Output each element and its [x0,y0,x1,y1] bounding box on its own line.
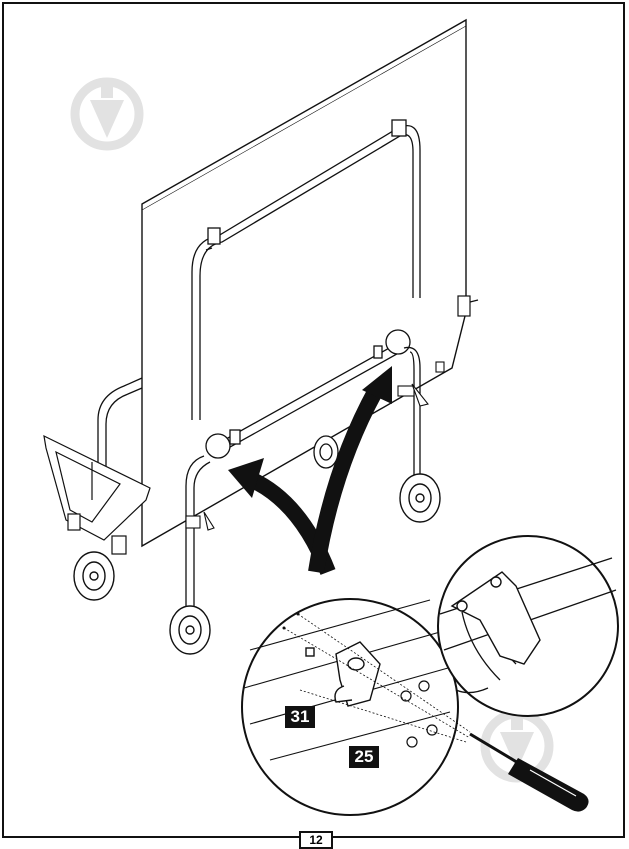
wheel-icon [399,473,441,523]
arrow-icon [228,366,392,575]
wheel-icon [169,605,211,655]
part-number-label: 25 [349,746,379,768]
watermark-logo-icon [70,77,144,151]
part-number-label: 31 [285,706,315,728]
right-leg-frame [185,346,421,612]
screwdriver-icon [469,732,589,812]
wheel-icon [313,435,339,469]
wheel-icon [73,551,115,601]
panel-latch [457,295,479,317]
detail-circle-bracket [241,598,471,816]
left-leg-frame [97,377,143,470]
left-bracket [43,434,151,555]
page-number: 12 [299,831,333,849]
panel-frame [191,119,421,420]
cross-bar [205,329,411,459]
hinge-details [185,361,445,531]
detail-circle-mount [437,535,619,717]
screw-icon [400,680,438,748]
